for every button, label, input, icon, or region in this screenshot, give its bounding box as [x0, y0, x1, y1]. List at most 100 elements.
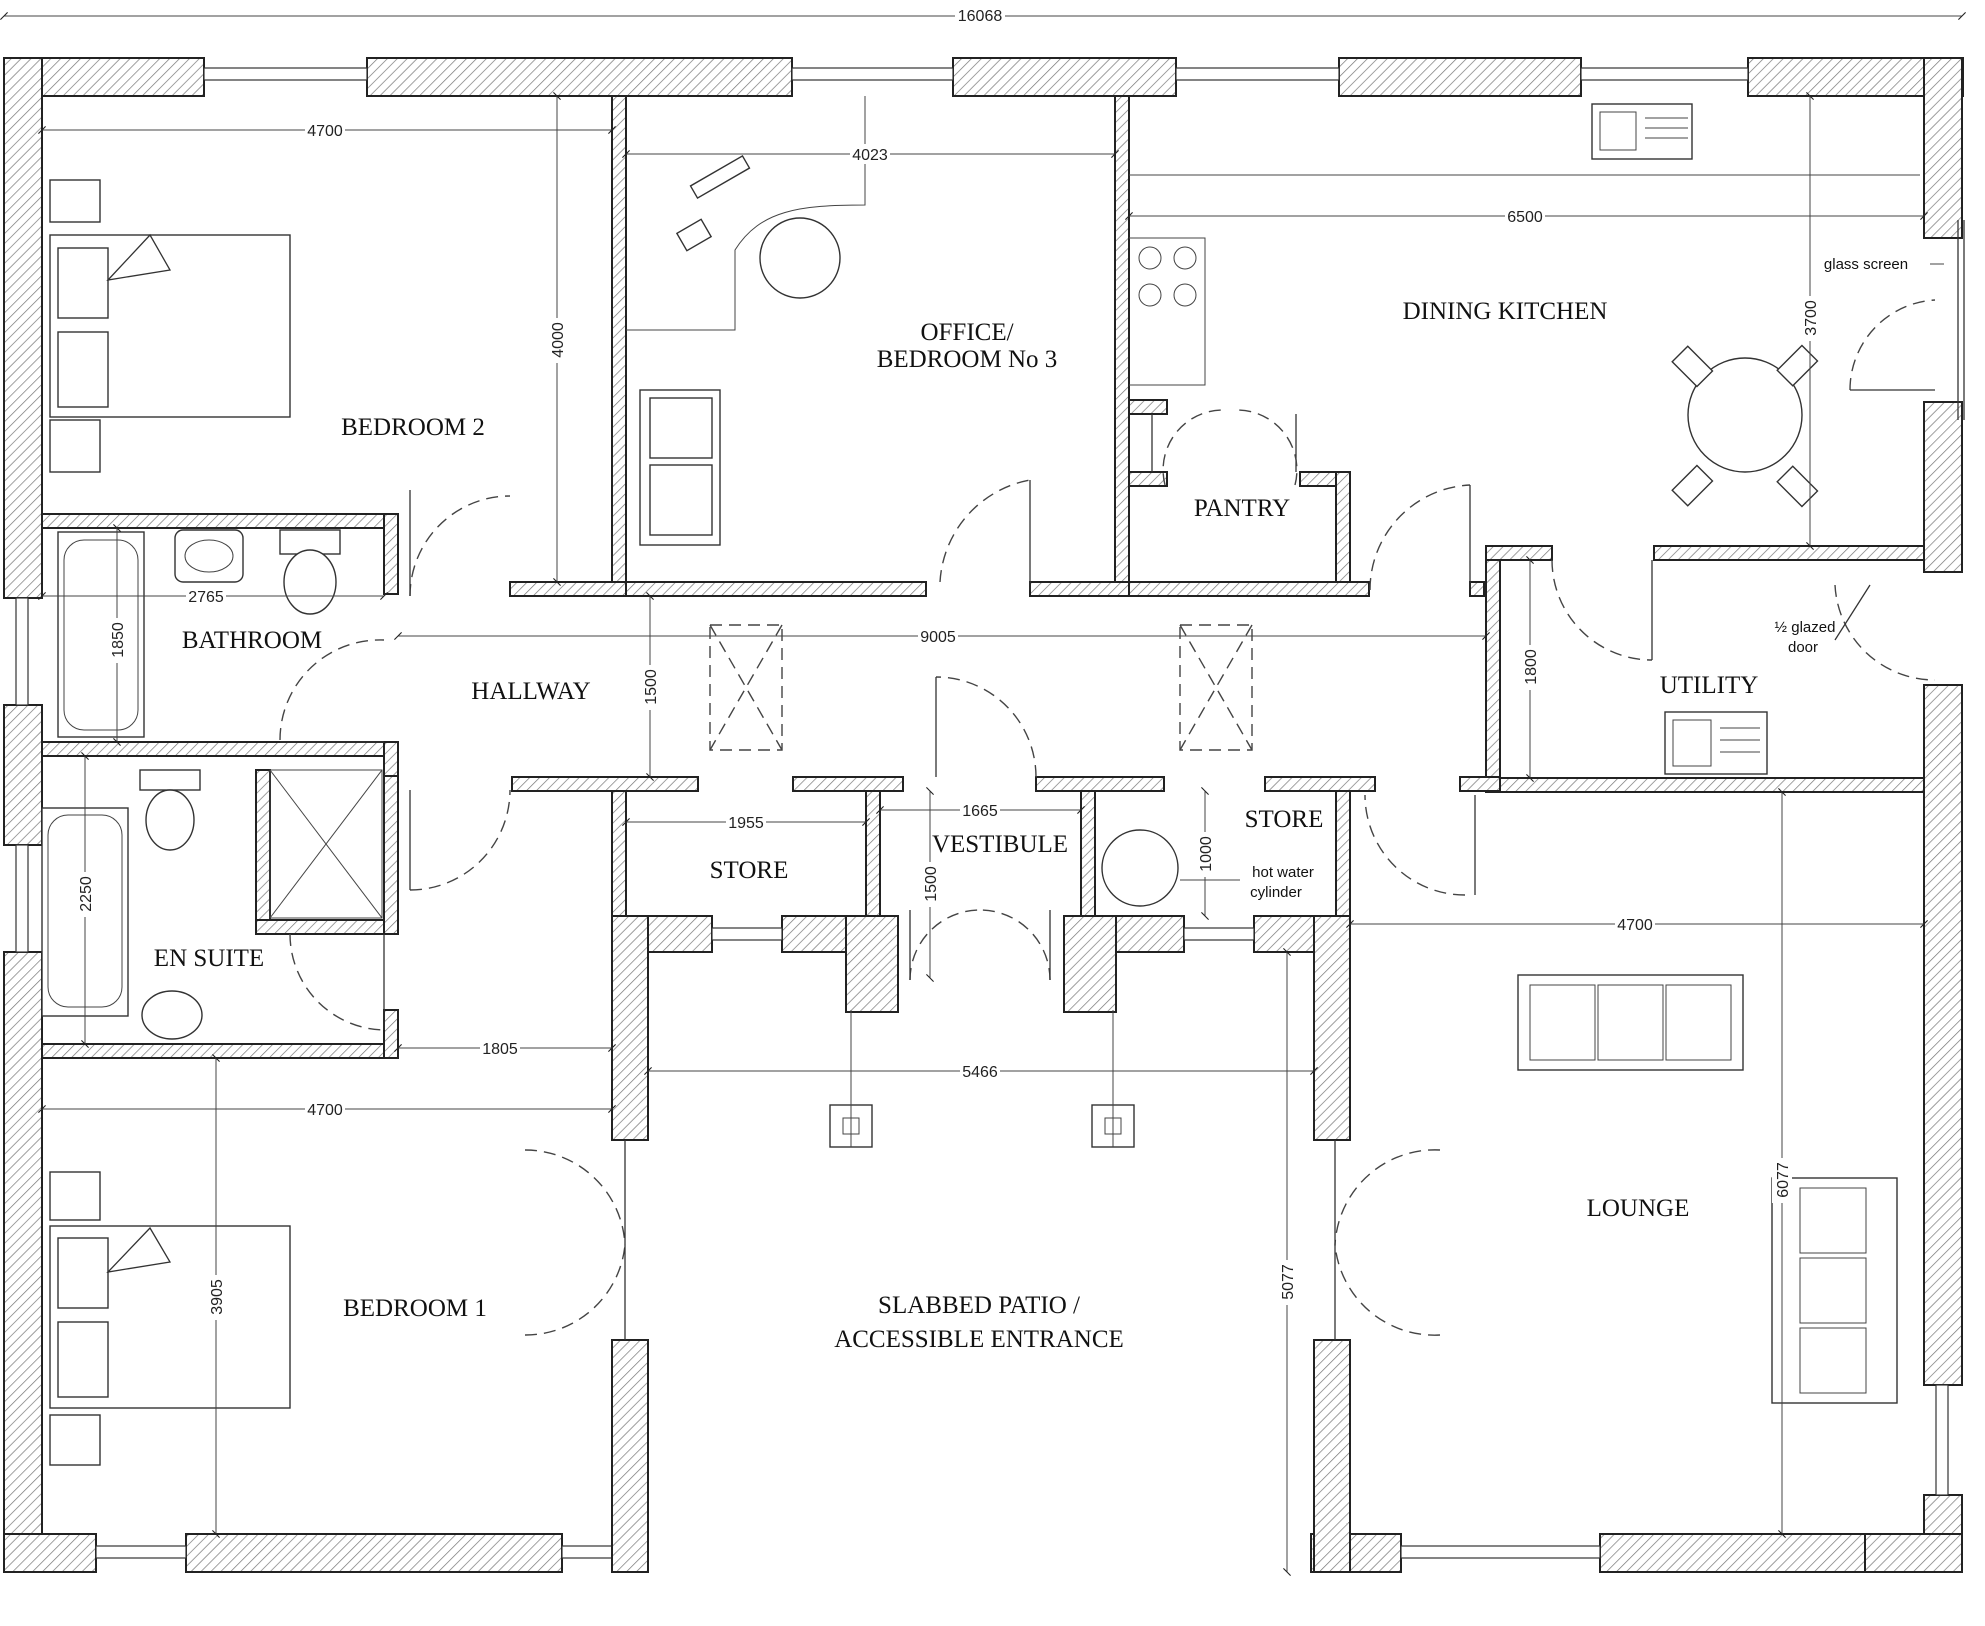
note-cylinder: cylinder: [1250, 884, 1302, 901]
lounge-sofas: [1517, 974, 1898, 1404]
label-pantry: PANTRY: [1194, 495, 1290, 522]
window-store-2: [1183, 927, 1255, 941]
label-hallway: HALLWAY: [471, 678, 590, 705]
window-left-1: [15, 597, 29, 706]
dim-patio-depth: 5077: [1280, 1264, 1297, 1300]
wall-bottom-6: [1864, 1533, 1963, 1573]
dim-kitchen-depth: 3700: [1803, 300, 1820, 336]
wall-bed2-office: [611, 95, 627, 587]
window-bottom-1: [95, 1545, 187, 1559]
label-dining-kitchen: DINING KITCHEN: [1403, 298, 1608, 325]
wall-pantry-left: [1128, 471, 1168, 487]
wall-store2-right: [1335, 790, 1351, 917]
wall-left-3: [3, 951, 43, 1573]
label-bedroom2: BEDROOM 2: [341, 414, 485, 441]
hot-water-cylinder: [1101, 829, 1240, 907]
wall-patio-left-1: [611, 915, 649, 1141]
hallway-cupboards: [709, 624, 1253, 751]
label-patio-1: SLABBED PATIO /: [878, 1292, 1080, 1319]
dim-overall: 16068: [958, 8, 1003, 25]
wall-pantry-r2: [1335, 471, 1351, 597]
dim-bedroom1-width: 4700: [307, 1102, 343, 1119]
label-patio-2: ACCESSIBLE ENTRANCE: [834, 1326, 1124, 1353]
wall-left-2: [3, 704, 43, 846]
dim-hallway-length: 9005: [920, 629, 956, 646]
wall-kitchen-util: [1469, 581, 1485, 597]
note-glazed-half: ½ glazed: [1775, 619, 1836, 636]
wall-hall-bottom-1: [511, 776, 699, 792]
note-hot-water: hot water: [1252, 864, 1314, 881]
bed-bedroom1: [49, 1171, 291, 1466]
wall-vest-left: [865, 790, 881, 917]
bathroom-fittings: [57, 529, 341, 738]
wall-hall-bottom-5: [1459, 776, 1501, 792]
dim-office-width: 4023: [852, 147, 888, 164]
wall-left-1: [3, 57, 43, 599]
wall-shower-left: [255, 769, 271, 931]
wall-store-left: [611, 790, 627, 917]
doors: [279, 299, 1936, 1340]
office-sofa: [639, 389, 721, 546]
wall-bottom-1: [3, 1533, 97, 1573]
wall-util-top-2: [1653, 545, 1925, 561]
wall-patio-top-4: [1063, 915, 1117, 1013]
room-labels: BEDROOM 2 OFFICE/ BEDROOM No 3 DINING KI…: [154, 298, 1758, 1353]
window-left-2: [15, 844, 29, 953]
dim-lounge-depth: 6077: [1775, 1162, 1792, 1198]
window-bottom-2: [561, 1545, 613, 1559]
wall-pantry-l2: [1128, 399, 1168, 415]
patio-pillars: [829, 1010, 1135, 1148]
wall-top-4: [1338, 57, 1582, 97]
wall-patio-right-1: [1313, 915, 1351, 1141]
dim-utility-depth: 1800: [1523, 649, 1540, 685]
label-vestibule: VESTIBULE: [932, 831, 1068, 858]
wall-util-bottom: [1485, 777, 1925, 793]
dining-table: [1671, 344, 1819, 508]
bed-bedroom2: [49, 179, 291, 473]
office-desk: [626, 96, 866, 331]
wall-ensuite-bottom: [41, 1043, 399, 1059]
dim-bedroom2-width: 4700: [307, 123, 343, 140]
dim-kitchen-width: 6500: [1507, 209, 1543, 226]
wall-hall-bottom-2: [792, 776, 904, 792]
wall-office-bottom-2: [1029, 581, 1130, 597]
dim-lounge-width: 4700: [1617, 917, 1653, 934]
note-glass-screen: glass screen: [1824, 256, 1908, 273]
wall-patio-top-5: [1115, 915, 1185, 953]
dim-ensuite-depth: 2250: [78, 876, 95, 912]
dim-store-width: 1955: [728, 815, 764, 832]
furniture: [41, 96, 1920, 1466]
dim-vestibule-depth: 1500: [923, 866, 940, 902]
window-top-1: [203, 67, 368, 81]
wall-bottom-5: [1599, 1533, 1866, 1573]
wall-office-kitchen: [1114, 95, 1130, 587]
label-bedroom1: BEDROOM 1: [343, 1295, 487, 1322]
wall-patio-top-3: [845, 915, 899, 1013]
label-lounge: LOUNGE: [1587, 1195, 1690, 1222]
wall-right-2: [1923, 401, 1963, 573]
label-bathroom: BATHROOM: [182, 627, 322, 654]
wall-ensuite-r2: [383, 775, 399, 935]
dimension-labels: 16068 4700 4000 4023 6500 3700 2765 1850…: [75, 6, 1820, 1320]
dim-bathroom-width: 2765: [188, 589, 224, 606]
wall-top-2: [366, 57, 793, 97]
wall-right-1: [1923, 57, 1963, 239]
dim-vestibule-width: 1665: [962, 803, 998, 820]
dim-store-depth: 1000: [1198, 836, 1215, 872]
window-top-3: [1175, 67, 1340, 81]
wall-right-3: [1923, 684, 1963, 1386]
wall-patio-left-2: [611, 1339, 649, 1573]
annotations: glass screen ½ glazed door hot water cyl…: [1250, 256, 1944, 901]
label-office-1: OFFICE/: [920, 319, 1013, 346]
wall-top-3: [952, 57, 1177, 97]
wall-shower-bottom: [255, 919, 385, 935]
dim-hallway-width: 1500: [643, 669, 660, 705]
label-en-suite: EN SUITE: [154, 945, 264, 972]
dim-patio-width: 5466: [962, 1064, 998, 1081]
dim-bedroom1-depth: 3905: [209, 1279, 226, 1315]
wall-patio-right-2: [1313, 1339, 1351, 1573]
wall-bath-bottom: [41, 741, 399, 757]
label-utility: UTILITY: [1660, 672, 1759, 699]
dim-ensuite-gap: 1805: [482, 1041, 518, 1058]
